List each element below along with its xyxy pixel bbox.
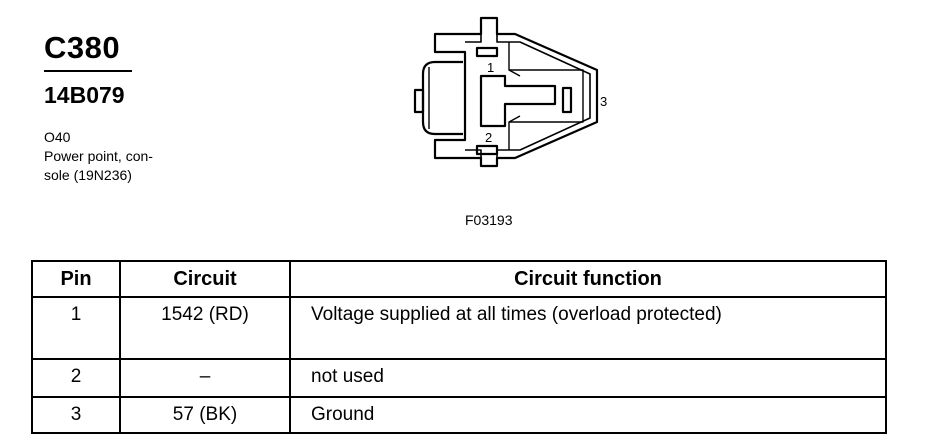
location-code: O40 bbox=[44, 129, 71, 145]
circuit-cell: 1542 (RD) bbox=[119, 296, 291, 360]
table-row: 3 57 (BK) Ground bbox=[31, 396, 887, 434]
header-pin: Pin bbox=[31, 260, 121, 298]
title-underline bbox=[44, 70, 132, 72]
connector-description: O40 Power point, con- sole (19N236) bbox=[44, 128, 153, 185]
function-cell: not used bbox=[289, 358, 887, 398]
pin-label-1: 1 bbox=[487, 60, 494, 75]
connector-face-diagram: 1 2 3 bbox=[413, 16, 607, 168]
pin-cell: 2 bbox=[31, 358, 121, 398]
header-circuit-function: Circuit function bbox=[289, 260, 887, 298]
table-row: 2 – not used bbox=[31, 358, 887, 398]
connector-id: C380 bbox=[44, 30, 121, 65]
pin-label-3: 3 bbox=[600, 94, 607, 109]
function-cell: Ground bbox=[289, 396, 887, 434]
pin-label-2: 2 bbox=[485, 130, 492, 145]
pin-cell: 3 bbox=[31, 396, 121, 434]
part-number: 14B079 bbox=[44, 82, 125, 108]
figure-label: F03193 bbox=[465, 212, 513, 228]
header-circuit: Circuit bbox=[119, 260, 291, 298]
function-cell: Voltage supplied at all times (overload … bbox=[289, 296, 887, 360]
description-line-2: sole (19N236) bbox=[44, 167, 132, 183]
circuit-cell: – bbox=[119, 358, 291, 398]
description-line-1: Power point, con- bbox=[44, 148, 153, 164]
circuit-cell: 57 (BK) bbox=[119, 396, 291, 434]
table-header-row: Pin Circuit Circuit function bbox=[31, 260, 887, 298]
table-row: 1 1542 (RD) Voltage supplied at all time… bbox=[31, 296, 887, 360]
pinout-table: Pin Circuit Circuit function 1 1542 (RD)… bbox=[31, 260, 887, 434]
pin-cell: 1 bbox=[31, 296, 121, 360]
